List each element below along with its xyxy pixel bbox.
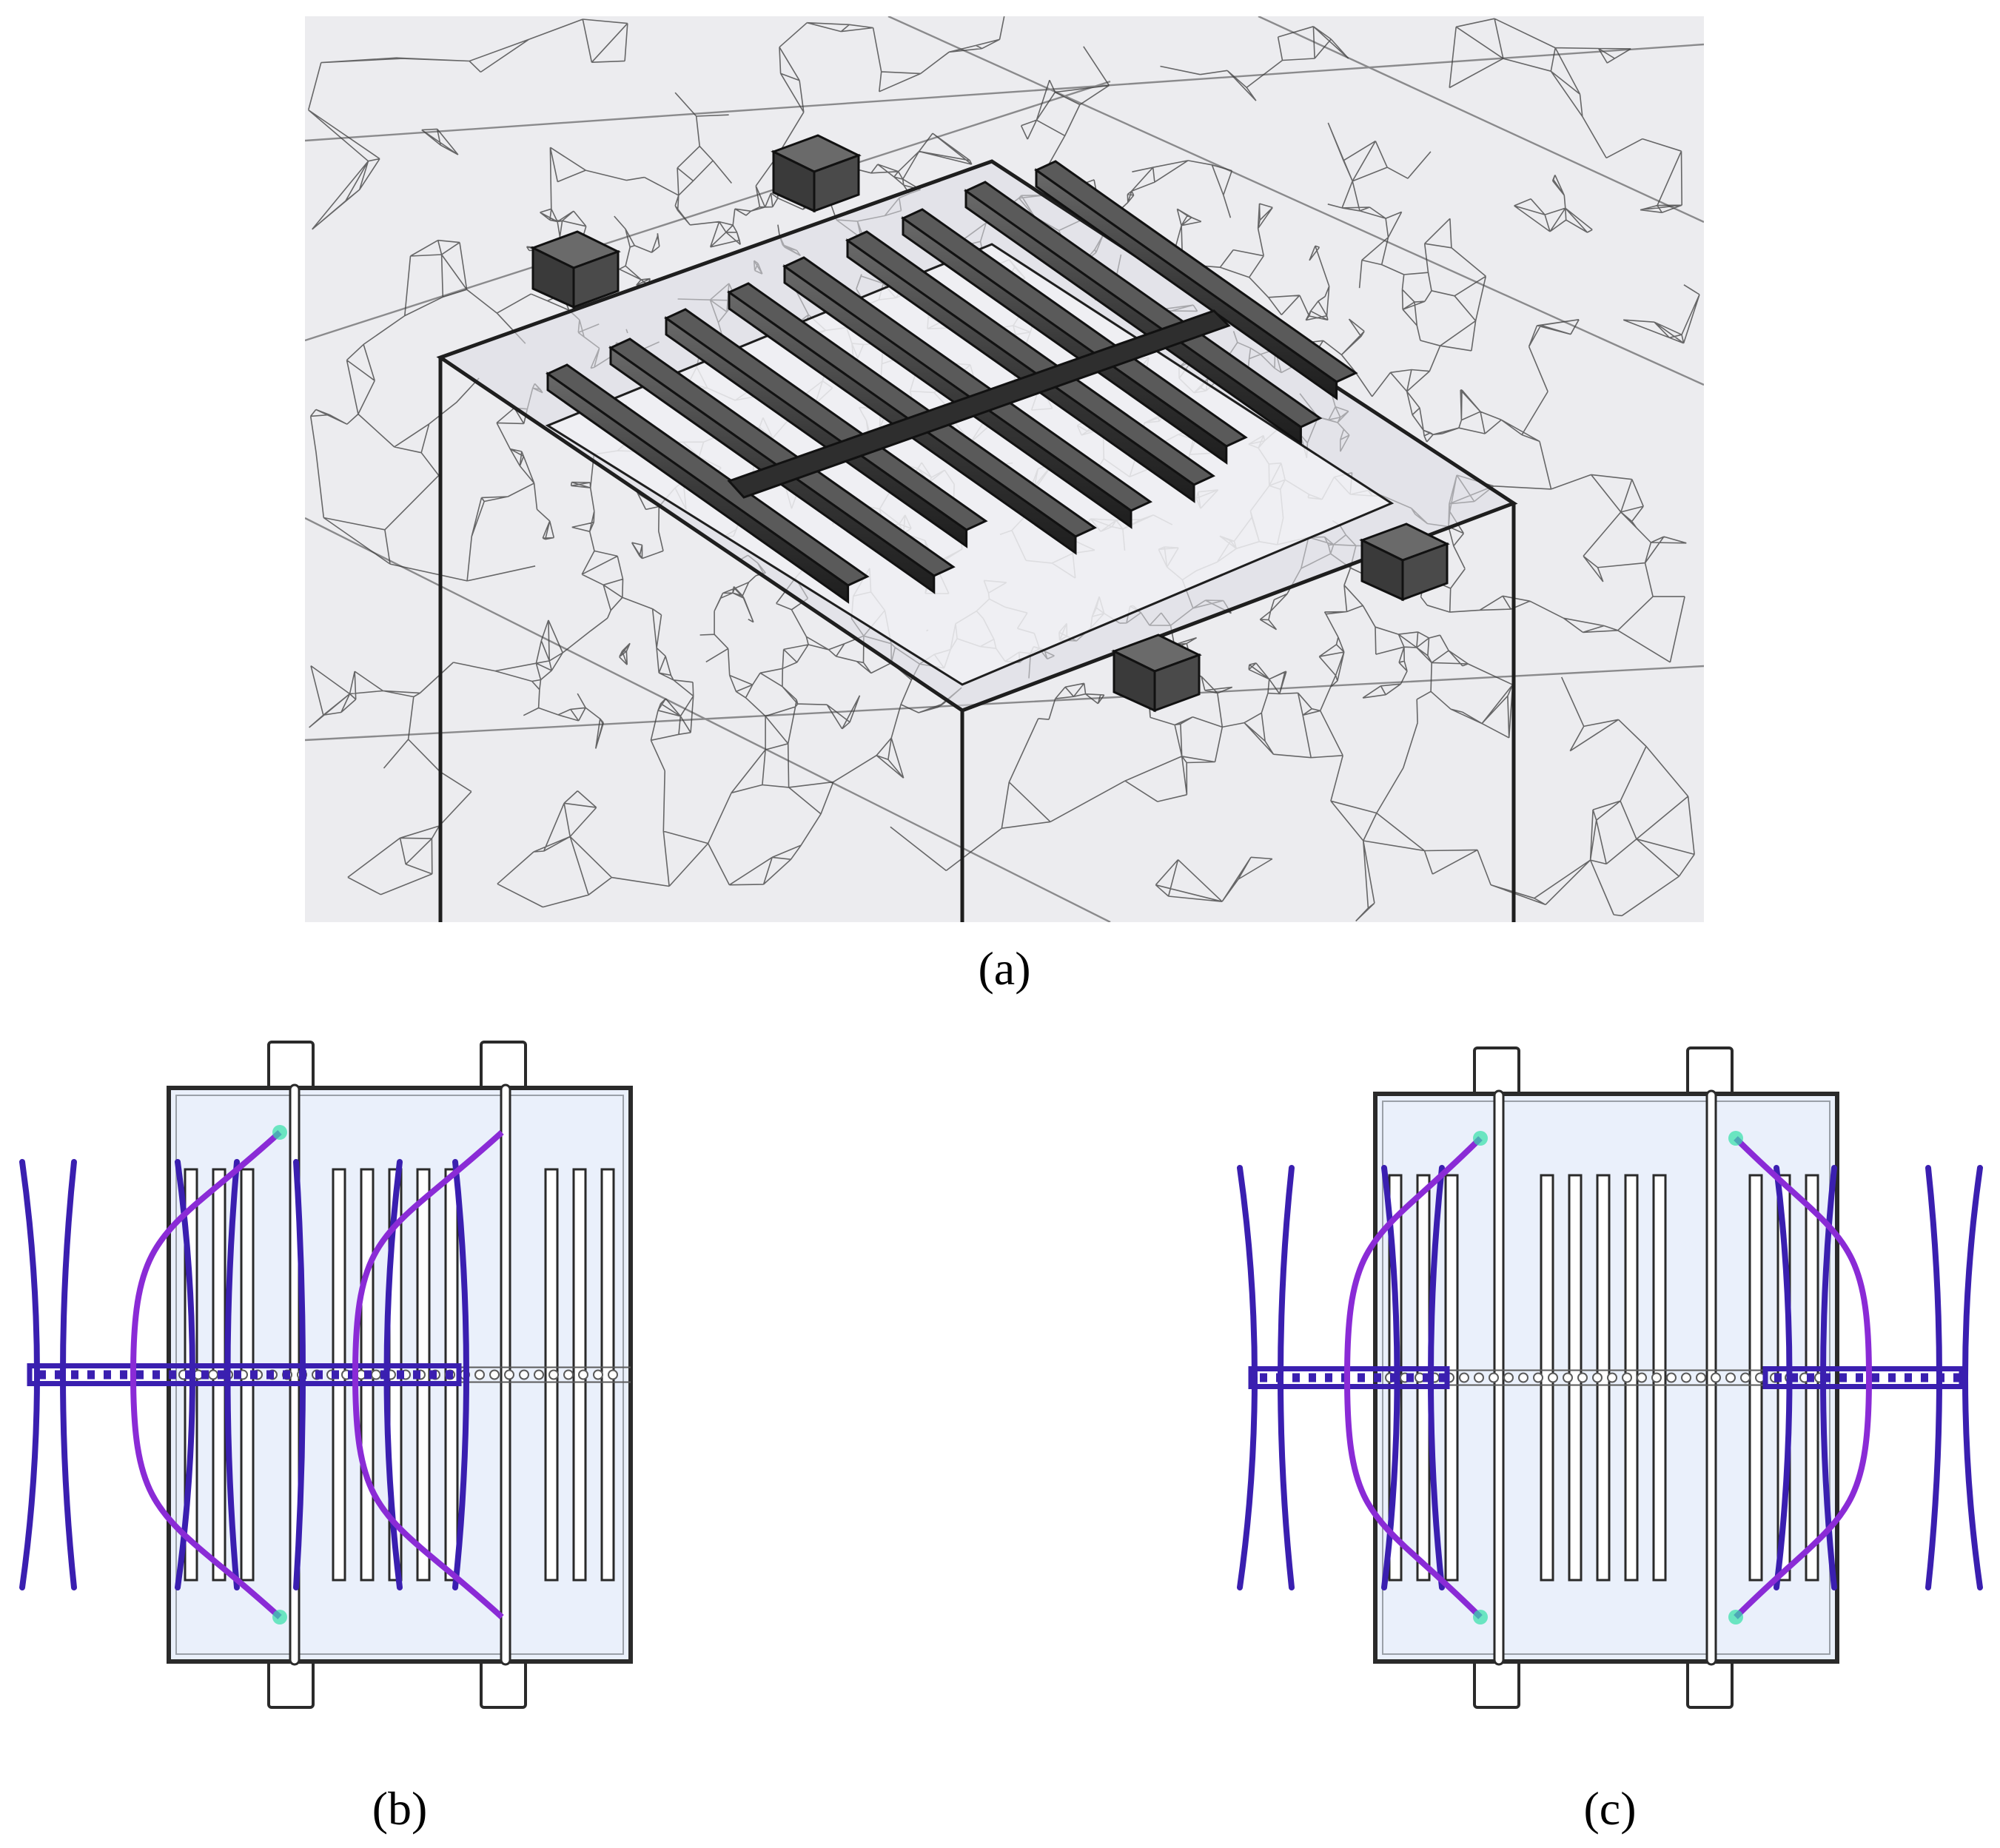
wave-guide <box>27 1363 462 1386</box>
acoustic-wave <box>1728 1131 1983 1624</box>
panel-b <box>19 1041 633 1709</box>
panel-a: (a) <box>305 16 1704 995</box>
idt-dot <box>548 1369 559 1380</box>
mode-envelope <box>352 1130 504 1619</box>
wavefront-line <box>19 1159 40 1590</box>
wavefront-line <box>60 1159 77 1590</box>
reflector-bar-3d-side <box>902 216 1228 465</box>
reflector-bars-3d <box>546 160 1358 604</box>
idt-dot <box>1711 1372 1721 1383</box>
wavefront-line <box>224 1159 240 1590</box>
idt-dot <box>1637 1372 1647 1383</box>
wavefront-line <box>1237 1165 1258 1590</box>
wave-guide <box>1762 1366 1964 1389</box>
idt-dot <box>534 1369 544 1380</box>
reflector-bar-3d-side <box>964 189 1302 446</box>
wavefront-line <box>293 1159 306 1590</box>
idt-dot <box>1474 1372 1484 1383</box>
idt-dot <box>1563 1372 1573 1383</box>
idt-dot <box>1592 1372 1603 1383</box>
idt-dot <box>1533 1372 1543 1383</box>
idt-dot <box>1518 1372 1528 1383</box>
mode-envelope <box>1344 1377 1483 1619</box>
idt-dot <box>1503 1372 1514 1383</box>
idt-dot <box>1696 1372 1706 1383</box>
mode-envelope <box>130 1130 282 1375</box>
reflector-bar-3d-side <box>665 316 968 548</box>
reflector-bar-3d-side <box>546 372 850 604</box>
idt-dot <box>1666 1372 1677 1383</box>
idt-dot <box>578 1369 588 1380</box>
panel-a-label: (a) <box>978 942 1030 995</box>
reflector-bar-3d-side <box>783 264 1132 529</box>
wavefront-line <box>1925 1165 1942 1590</box>
panel-c-label: (c) <box>1583 1782 1636 1835</box>
wavefront-line <box>383 1159 403 1590</box>
idt-dot <box>208 1369 218 1380</box>
acoustic-wave <box>1237 1131 1488 1624</box>
wavefront-line <box>1428 1165 1445 1590</box>
idt-dot <box>1459 1372 1469 1383</box>
idt-dot <box>519 1369 529 1380</box>
acoustic-wave <box>19 1125 469 1624</box>
idt-dot <box>563 1369 574 1380</box>
idt-dot <box>474 1369 485 1380</box>
wavefront-line <box>1962 1165 1983 1590</box>
wavefront-line <box>452 1159 469 1590</box>
idt-dot <box>1548 1372 1558 1383</box>
mode-envelope <box>1734 1377 1872 1619</box>
mode-envelope <box>1734 1136 1872 1378</box>
reflector-bar-3d-side <box>846 238 1195 503</box>
idt-dot <box>608 1369 618 1380</box>
support-posts-3d <box>530 134 1450 713</box>
mode-envelope <box>130 1374 282 1619</box>
idt-dot <box>489 1369 500 1380</box>
idt-dot <box>1725 1372 1736 1383</box>
idt-dot <box>504 1369 514 1380</box>
panel-c <box>1237 1046 1983 1709</box>
idt-dot <box>1681 1372 1691 1383</box>
idt-dot <box>1651 1372 1662 1383</box>
idt-dot <box>1740 1372 1751 1383</box>
idt-dot <box>593 1369 603 1380</box>
idt-dot <box>1622 1372 1632 1383</box>
wavefront-line <box>1774 1165 1793 1590</box>
wavefront-line <box>1278 1165 1295 1590</box>
idt-dot <box>371 1369 381 1380</box>
idt-dot <box>1607 1372 1617 1383</box>
domain-lines <box>305 16 1704 922</box>
panel-b-label: (b) <box>372 1782 428 1835</box>
idt-dot <box>1577 1372 1588 1383</box>
wavefront-line <box>175 1159 195 1590</box>
cross-beam-3d <box>727 309 1231 499</box>
idt-dot <box>1489 1372 1499 1383</box>
reflector-bar-3d-side <box>1035 168 1338 400</box>
mode-envelope <box>1344 1136 1483 1378</box>
